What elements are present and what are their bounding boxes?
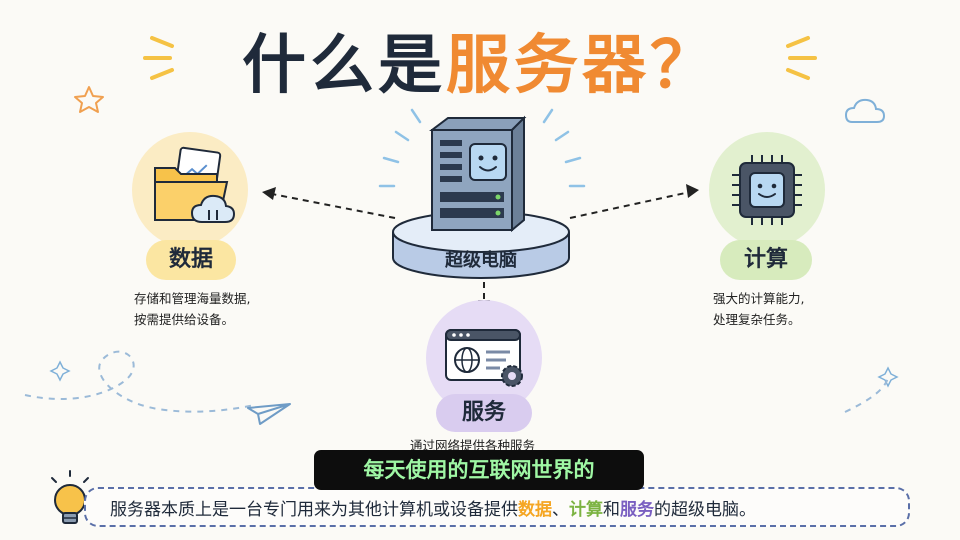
summary-sep: 和 — [603, 500, 620, 520]
cloud-icon — [844, 98, 886, 123]
summary-prefix: 服务器本质上是一台专门用来为其他计算机或设备提供 — [110, 500, 518, 520]
caption-text: 每天使用的互联网世界的 — [363, 458, 595, 482]
connector-arrows — [271, 191, 691, 302]
spark-left-icon — [143, 36, 174, 80]
caption-box — [314, 450, 644, 490]
service-label-pill: 服务 — [436, 394, 532, 432]
compute-description: 强大的计算能力, 处理复杂任务。 — [713, 288, 804, 330]
dashed-path — [844, 377, 889, 413]
service-description: 通过网络提供各种服务 — [410, 438, 536, 450]
summary-kw-data: 数据 — [518, 500, 552, 520]
summary-sep: 、 — [552, 500, 569, 520]
compute-desc-line: 强大的计算能力, — [713, 291, 805, 306]
compute-desc-line: 处理复杂任务。 — [713, 312, 801, 327]
data-label-pill: 数据 — [146, 240, 236, 280]
summary-bar — [84, 487, 910, 527]
summary-kw-service: 服务 — [620, 500, 654, 520]
data-description: 存储和管理海量数据, 按需提供给设备。 — [134, 288, 250, 330]
paper-plane-icon — [247, 403, 291, 425]
center-label: 超级电脑 — [445, 250, 517, 271]
star-icon — [74, 86, 104, 113]
folder-cloud-icon — [154, 146, 236, 223]
web-service-icon — [445, 329, 523, 387]
arrow-head-icon — [686, 184, 699, 198]
page-title: 什么是服务器？ — [242, 29, 718, 103]
summary-kw-compute: 计算 — [569, 500, 603, 520]
compute-label-pill: 计算 — [720, 240, 812, 280]
sparkle-icon — [877, 366, 899, 388]
server-icon — [429, 115, 527, 233]
data-desc-line: 按需提供给设备。 — [134, 312, 235, 327]
spark-right-icon — [786, 36, 817, 80]
data-desc-line: 存储和管理海量数据, — [134, 291, 251, 306]
cpu-chip-icon — [732, 155, 802, 225]
glow-rays — [378, 108, 586, 188]
summary-text: 服务器本质上是一台专门用来为其他计算机或设备提供数据、计算和服务的超级电脑。 — [110, 495, 756, 520]
sparkle-icon — [49, 360, 71, 382]
summary-suffix: 的超级电脑。 — [654, 500, 756, 520]
lightbulb-icon — [51, 470, 89, 524]
dashed-path — [24, 350, 256, 413]
arrow-head-icon — [262, 187, 276, 200]
